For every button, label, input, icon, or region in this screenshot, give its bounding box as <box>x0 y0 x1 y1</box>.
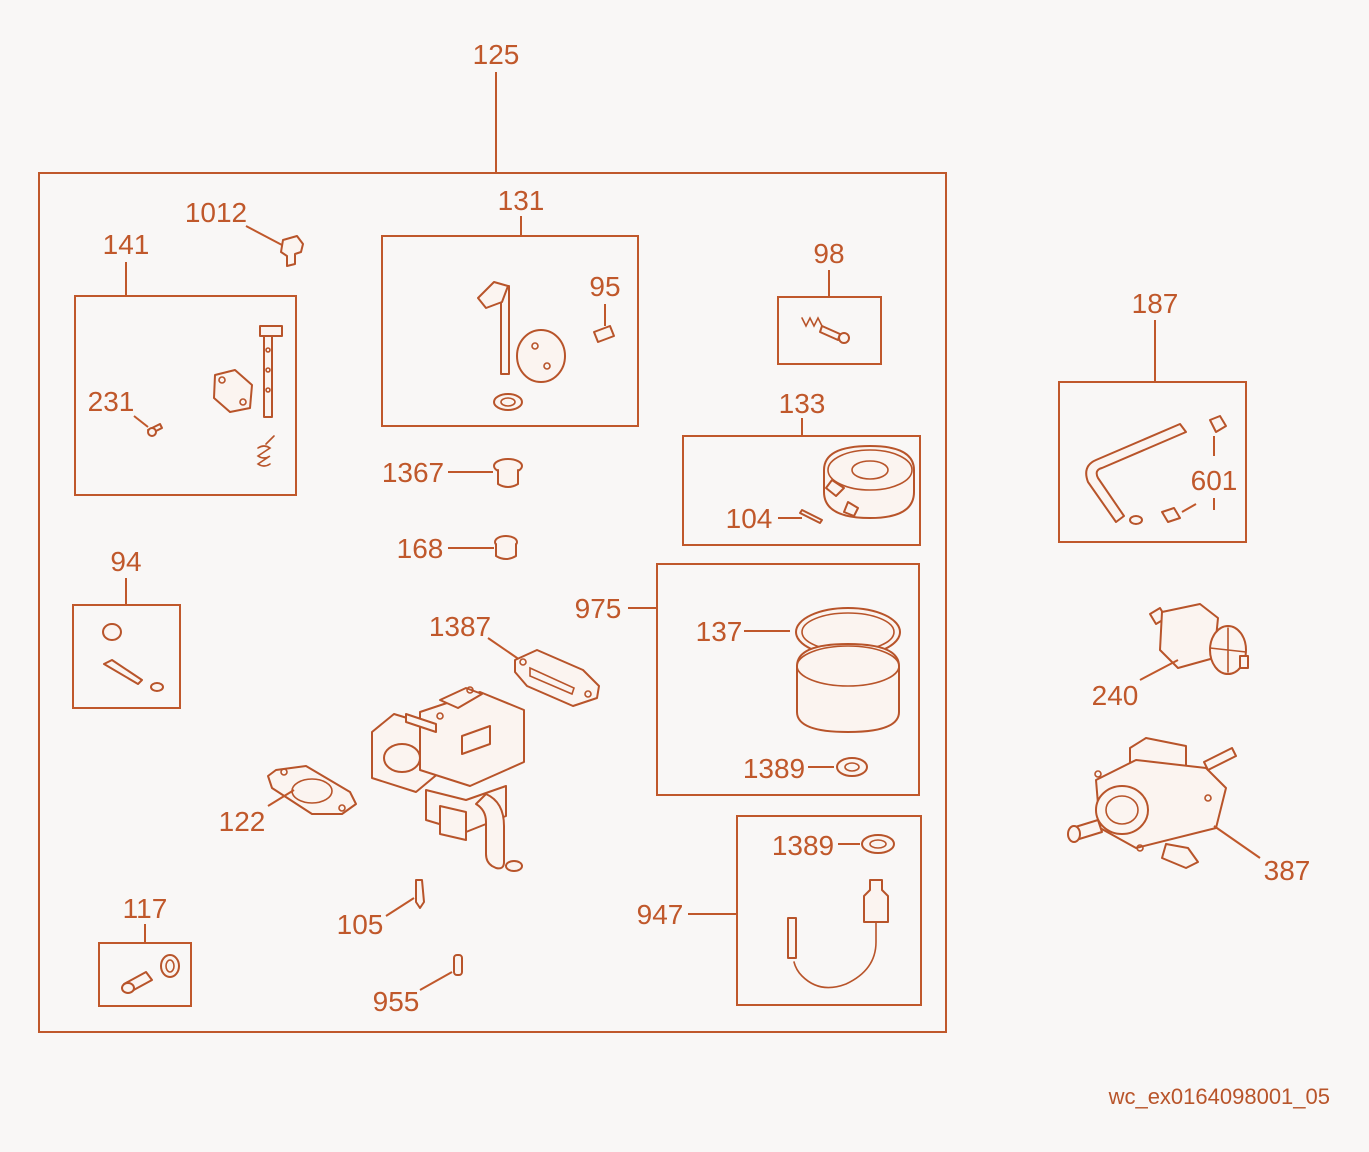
part-fuel-filter-240 <box>1149 603 1249 675</box>
part-spring-98 <box>801 316 823 328</box>
part-needle-105 <box>415 879 425 909</box>
part-float <box>823 445 915 519</box>
part-gasket-1387 <box>514 649 600 707</box>
part-seal <box>493 393 523 411</box>
callout-231[interactable]: 231 <box>88 386 135 417</box>
callout-601[interactable]: 601 <box>1191 465 1238 496</box>
part-shaft <box>263 331 273 418</box>
callout-95[interactable]: 95 <box>589 271 620 302</box>
callout-122[interactable]: 122 <box>219 806 266 837</box>
callout-104[interactable]: 104 <box>726 503 773 534</box>
callout-387[interactable]: 387 <box>1264 855 1311 886</box>
part-1012 <box>280 235 304 267</box>
kit-box-947 <box>736 815 922 1006</box>
part-fuel-hose <box>1085 423 1187 523</box>
part-washer-1389a <box>836 757 868 777</box>
part-95 <box>593 325 615 343</box>
part-solenoid-947 <box>787 879 889 989</box>
part-fuel-pump-387 <box>1067 737 1237 869</box>
kit-box-141 <box>74 295 297 496</box>
callout-955[interactable]: 955 <box>373 986 420 1017</box>
callout-98[interactable]: 98 <box>813 238 844 269</box>
callout-131[interactable]: 131 <box>498 185 545 216</box>
part-washer-1389b <box>861 834 895 854</box>
part-throttle-plate <box>516 329 566 383</box>
kit-box-131 <box>381 235 639 427</box>
part-pin-955 <box>453 954 463 976</box>
callout-141[interactable]: 141 <box>103 229 150 260</box>
callout-947[interactable]: 947 <box>637 899 684 930</box>
callout-105[interactable]: 105 <box>337 909 384 940</box>
part-screw-98 <box>819 325 841 341</box>
callout-240[interactable]: 240 <box>1092 680 1139 711</box>
part-oring-94 <box>102 623 122 641</box>
callout-1389b[interactable]: 1389 <box>772 830 834 861</box>
callout-187[interactable]: 187 <box>1132 288 1179 319</box>
part-spring <box>256 435 275 467</box>
drawing-reference: wc_ex0164098001_05 <box>1108 1084 1330 1109</box>
callout-1012[interactable]: 1012 <box>185 197 247 228</box>
part-needle-94 <box>103 659 143 685</box>
callout-125[interactable]: 125 <box>473 39 520 70</box>
callout-1389a[interactable]: 1389 <box>743 753 805 784</box>
part-bowl-137 <box>796 643 900 733</box>
callout-117[interactable]: 117 <box>123 893 168 924</box>
part-plate <box>213 369 253 413</box>
callout-975[interactable]: 975 <box>575 593 622 624</box>
callout-137[interactable]: 137 <box>696 616 743 647</box>
part-gasket-122 <box>267 765 357 815</box>
callout-1367[interactable]: 1367 <box>382 457 444 488</box>
callout-1387[interactable]: 1387 <box>429 611 491 642</box>
kit-box-975 <box>656 563 920 796</box>
part-carburetor <box>371 686 525 872</box>
part-pin-104 <box>799 509 823 524</box>
kit-box-94 <box>72 604 181 709</box>
callout-133[interactable]: 133 <box>779 388 826 419</box>
part-clamp-a <box>1209 415 1227 433</box>
part-oring-117 <box>160 954 180 978</box>
part-clamp-b <box>1161 507 1181 523</box>
kit-box-187 <box>1058 381 1247 543</box>
assembly-frame-125 <box>38 172 947 1033</box>
callout-94[interactable]: 94 <box>110 546 141 577</box>
callout-168[interactable]: 168 <box>397 533 444 564</box>
